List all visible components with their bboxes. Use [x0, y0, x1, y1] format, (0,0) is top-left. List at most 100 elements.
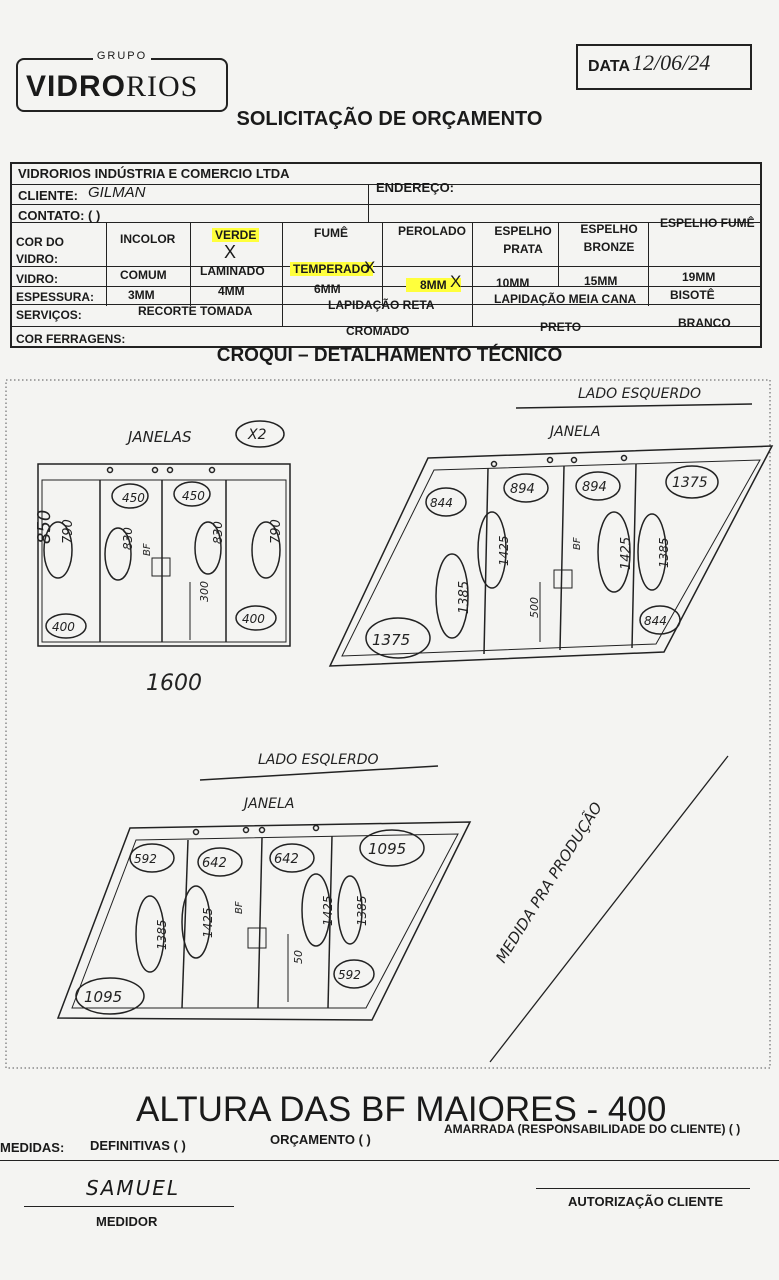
measures-definitive: DEFINITIVAS ( ) [90, 1138, 186, 1153]
client-label: CLIENTE: [18, 188, 78, 203]
s1-m-1: 450 [182, 489, 205, 503]
client-value: GILMAN [88, 184, 146, 201]
color-espelho-prata: ESPELHO PRATA [494, 224, 552, 256]
contact-label: CONTATO: ( ) [18, 208, 101, 223]
s2-m-6: 1425 [619, 537, 634, 570]
sketch-3-window [56, 821, 472, 1021]
service-lapidacao-reta: LAPIDAÇÃO RETA [328, 298, 435, 312]
color-perolado: PEROLADO [398, 224, 467, 238]
s1-m-4: 830 [211, 521, 225, 544]
s1-m-7: 400 [242, 612, 265, 626]
sketch-2-label: JANELA [547, 424, 600, 440]
s3-m-1: 642 [202, 856, 227, 871]
measures-tied: AMARRADA (RESPONSABILIDADE DO CLIENTE) (… [444, 1122, 741, 1136]
thickness-8mm: 8MM [406, 278, 461, 292]
address-label: ENDEREÇO: [376, 180, 455, 195]
s3-m-0: 592 [134, 852, 157, 866]
sketch-3-side-line [199, 765, 439, 781]
date-box: DATA 12/06/24 [576, 44, 752, 90]
glass-label: VIDRO: [16, 272, 58, 286]
s2-m-5: 1425 [497, 535, 511, 566]
sketch-2-window [328, 445, 774, 667]
s1-m-9: BF [142, 543, 153, 556]
production-note: MEDIDA PRA PRODUÇÃO [491, 798, 606, 966]
s3-m-8: 1095 [84, 988, 122, 1006]
sketch-1-height: 850 [34, 510, 55, 544]
hardware-cromado: CROMADO [346, 324, 410, 338]
color-check-mark: X [224, 242, 237, 262]
s2-m-0: 844 [430, 496, 453, 510]
s2-m-8: 1375 [372, 631, 410, 649]
logo-name-light: RIOS [126, 70, 199, 103]
sketch-2-side: LADO ESQUERDO [578, 386, 701, 402]
hardware-preto: PRETO [540, 320, 582, 334]
thickness-15mm: 15MM [584, 274, 618, 288]
sketch-1-label: JANELAS [125, 428, 192, 446]
sketch-1-width: 1600 [146, 671, 202, 696]
sketch-3-label: JANELA [241, 796, 294, 812]
s2-m-11: BF [572, 537, 583, 550]
glass-check-mark: X [364, 258, 376, 277]
s2-m-9: 844 [644, 614, 667, 628]
footer-rule [0, 1160, 779, 1161]
glass-comum: COMUM [120, 268, 167, 282]
s3-m-6: 1425 [321, 895, 335, 926]
measures-quote: ORÇAMENTO ( ) [270, 1132, 371, 1147]
s1-m-3: 830 [121, 527, 135, 550]
sketch-3-side: LADO ESQLERDO [258, 752, 379, 768]
color-incolor: INCOLOR [120, 232, 176, 246]
sketch-border [5, 379, 771, 1069]
s3-m-11: BF [234, 901, 245, 914]
hardware-label: COR FERRAGENS: [16, 332, 126, 346]
logo-name-bold: VIDRO [26, 70, 127, 103]
s2-m-3: 1375 [672, 475, 708, 491]
measures-label: MEDIDAS: [0, 1140, 65, 1155]
color-fume: FUMÊ [314, 226, 348, 240]
sketch-2-side-line [515, 403, 753, 409]
sketch-1-qty: X2 [247, 427, 267, 443]
s2-m-2: 894 [582, 480, 607, 495]
logo-group: GRUPO [92, 50, 152, 62]
services-label: SERVIÇOS: [16, 308, 82, 322]
s3-m-4: 1385 [155, 919, 169, 950]
color-label: COR DO VIDRO: [16, 235, 64, 266]
date-label: DATA [588, 58, 631, 75]
s2-m-1: 894 [510, 482, 535, 497]
measurer-label: MEDIDOR [96, 1214, 158, 1229]
s3-m-5: 1425 [201, 907, 215, 938]
thickness-4mm: 4MM [218, 284, 245, 298]
production-note-line [489, 755, 729, 1063]
glass-laminado: LAMINADO [200, 264, 265, 278]
s1-m-8: 300 [198, 581, 211, 602]
glass-temperado: TEMPERADO [290, 262, 373, 276]
s1-m-5: 790 [269, 519, 284, 544]
color-verde: VERDE [212, 228, 260, 242]
quote-form: VIDRORIOS INDÚSTRIA E COMERCIO LTDA CLIE… [10, 162, 762, 350]
thickness-label: ESPESSURA: [16, 290, 95, 304]
s3-m-7: 1385 [355, 895, 369, 926]
thickness-19mm: 19MM [682, 270, 716, 284]
s2-m-10: 500 [528, 597, 541, 618]
company-logo: GRUPO VIDRORIOS [16, 50, 228, 112]
date-value: 12/06/24 [632, 50, 711, 75]
s3-m-2: 642 [274, 852, 299, 867]
document-title: SOLICITAÇÃO DE ORÇAMENTO [236, 108, 543, 130]
thickness-3mm: 3MM [128, 288, 155, 302]
color-espelho-fume: ESPELHO FUMÊ [660, 216, 755, 230]
thickness-10mm: 10MM [496, 276, 530, 290]
thickness-6mm: 6MM [314, 282, 341, 296]
thickness-check-mark: X [450, 272, 462, 291]
s3-m-3: 1095 [368, 840, 406, 858]
s1-m-6: 400 [52, 620, 75, 634]
bf-height-note: ALTURA DAS BF MAIORES - 400 [136, 1090, 667, 1129]
authorization-line [536, 1188, 750, 1189]
s3-m-9: 592 [338, 968, 361, 982]
hardware-branco: BRANCO [678, 316, 731, 330]
s3-m-10: 50 [292, 950, 305, 964]
s1-m-2: 790 [61, 519, 76, 544]
sketch-title: CROQUI – DETALHAMENTO TÉCNICO [216, 345, 563, 366]
measurer-line [24, 1206, 234, 1207]
service-lapidacao-meia-cana: LAPIDAÇÃO MEIA CANA [494, 292, 637, 306]
company-name: VIDRORIOS INDÚSTRIA E COMERCIO LTDA [18, 166, 290, 181]
authorization-label: AUTORIZAÇÃO CLIENTE [568, 1194, 724, 1209]
